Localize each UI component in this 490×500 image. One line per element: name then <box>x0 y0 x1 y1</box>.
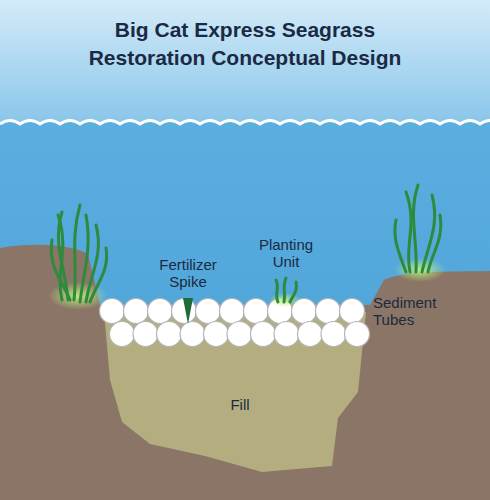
tube <box>148 299 173 324</box>
wave-line <box>0 121 490 125</box>
diagram-title: Big Cat Express Seagrass Restoration Con… <box>55 16 435 73</box>
part-label: Planting Unit <box>245 236 327 271</box>
tube <box>298 322 323 347</box>
tube <box>321 322 346 347</box>
tube <box>157 322 182 347</box>
tube <box>220 299 245 324</box>
sediment-tubes <box>100 299 370 347</box>
water <box>0 121 490 500</box>
seafloor <box>0 245 490 500</box>
tube <box>244 299 269 324</box>
tube <box>172 299 197 324</box>
tube <box>124 299 149 324</box>
tube <box>133 322 158 347</box>
grass-glow <box>48 282 108 310</box>
seagrass-clump <box>51 205 106 302</box>
tube <box>196 299 221 324</box>
tube <box>274 322 299 347</box>
tube <box>316 299 341 324</box>
fill-material <box>104 312 366 472</box>
part-label: Fill <box>210 396 270 413</box>
part-label: Fertilizer Spike <box>143 256 233 291</box>
seagrass-clump <box>395 185 441 272</box>
tube <box>204 322 229 347</box>
tube <box>110 322 135 347</box>
tube <box>100 299 125 324</box>
planting-unit <box>276 278 297 302</box>
part-label: Sediment Tubes <box>373 294 453 329</box>
tube <box>345 322 370 347</box>
tube <box>251 322 276 347</box>
sky <box>0 0 490 130</box>
tube <box>227 322 252 347</box>
tube <box>340 299 365 324</box>
fertilizer-spike <box>183 298 193 324</box>
tube <box>180 322 205 347</box>
